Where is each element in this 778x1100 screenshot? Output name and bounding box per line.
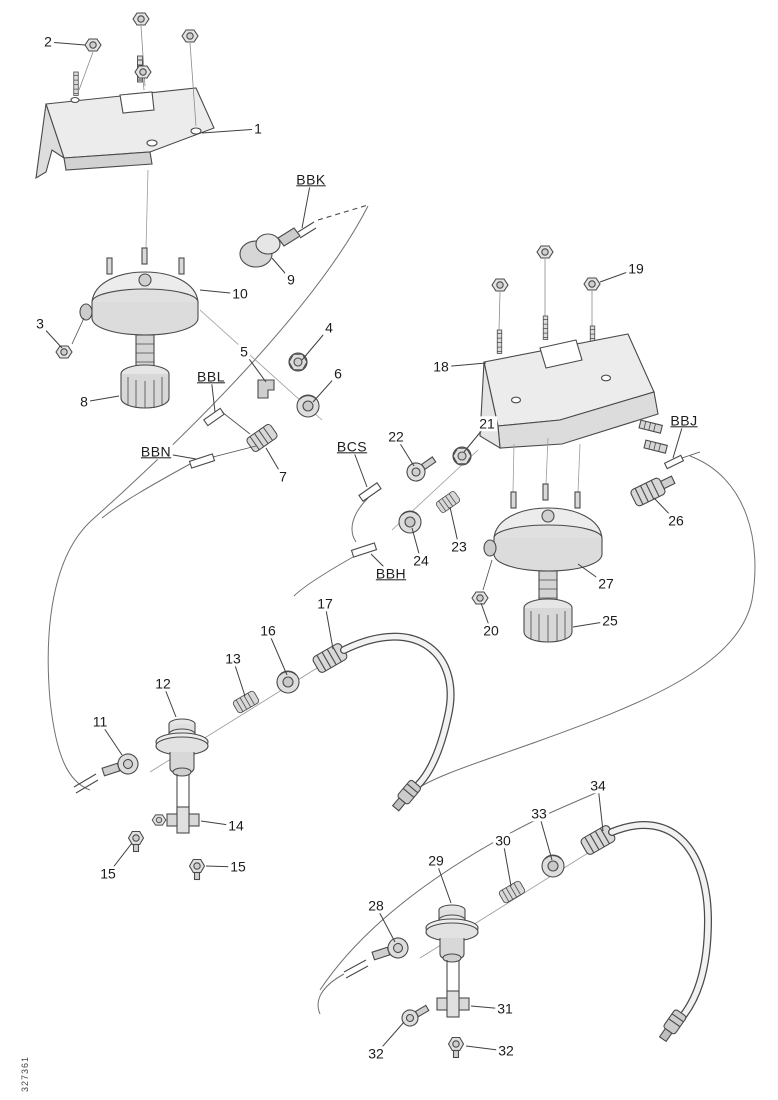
fittings-left-valve <box>188 352 320 469</box>
fittings-right-valve <box>350 446 701 558</box>
fitting-23 <box>434 490 462 514</box>
pipe-stub-bbh <box>350 542 378 558</box>
nut-19 <box>583 277 601 291</box>
fitting-13 <box>231 689 261 715</box>
nut-2 <box>84 38 102 52</box>
stud <box>73 71 79 96</box>
drain-cock-15 <box>188 858 206 881</box>
relay-valve-left <box>55 169 199 409</box>
stud <box>496 329 503 354</box>
bracket-1-nuts <box>78 12 199 127</box>
fitting-28 <box>371 937 409 961</box>
stud <box>542 315 549 340</box>
fitting-33 <box>541 854 565 878</box>
tee-fitting-14 <box>166 806 200 834</box>
nut-19 <box>536 245 554 259</box>
pipe-stub-bbj <box>663 454 685 470</box>
fitting-9 <box>239 204 369 268</box>
nut <box>132 12 150 26</box>
mounting-bracket-18 <box>479 245 668 454</box>
fitting-6 <box>296 394 320 418</box>
valve-12 <box>155 718 209 777</box>
fitting-32 <box>401 1004 430 1027</box>
fitting-26 <box>629 475 676 508</box>
fitting-22 <box>406 456 437 482</box>
mounting-bracket-1 <box>35 55 215 180</box>
pipe-stub-bcs <box>358 482 382 502</box>
valve-assembly-bottom-right <box>343 821 713 1059</box>
pipe-stub-bbn <box>188 453 216 469</box>
fitting-5 <box>257 379 275 399</box>
drain-cock-32 <box>447 1036 465 1059</box>
hose-end-fitting <box>389 778 423 814</box>
hose-end-fitting <box>656 1008 688 1044</box>
fitting-7 <box>245 422 279 454</box>
nut <box>151 814 167 826</box>
fitting-16 <box>276 670 300 694</box>
drain-cock-15 <box>127 830 145 853</box>
valve-assembly-bottom-left <box>73 632 455 881</box>
nut <box>134 65 152 79</box>
nut-19 <box>491 278 509 292</box>
bracket-stud-right <box>638 419 663 434</box>
fitting-21 <box>452 446 472 466</box>
hose-left <box>340 632 455 796</box>
nut-20 <box>471 591 489 605</box>
fitting-24 <box>398 510 422 534</box>
nut-3 <box>55 345 73 359</box>
relay-valve-right <box>471 437 603 643</box>
tee-fitting-31 <box>436 990 470 1018</box>
pipe-lines <box>47 205 756 1015</box>
pipe-stub-bbl <box>203 407 225 427</box>
bracket-stud-right <box>643 439 668 454</box>
fitting-4 <box>288 352 308 372</box>
fitting-11 <box>101 753 139 777</box>
valve-29 <box>425 904 479 963</box>
nut <box>181 29 199 43</box>
figure-number: 327361 <box>20 1055 30 1092</box>
